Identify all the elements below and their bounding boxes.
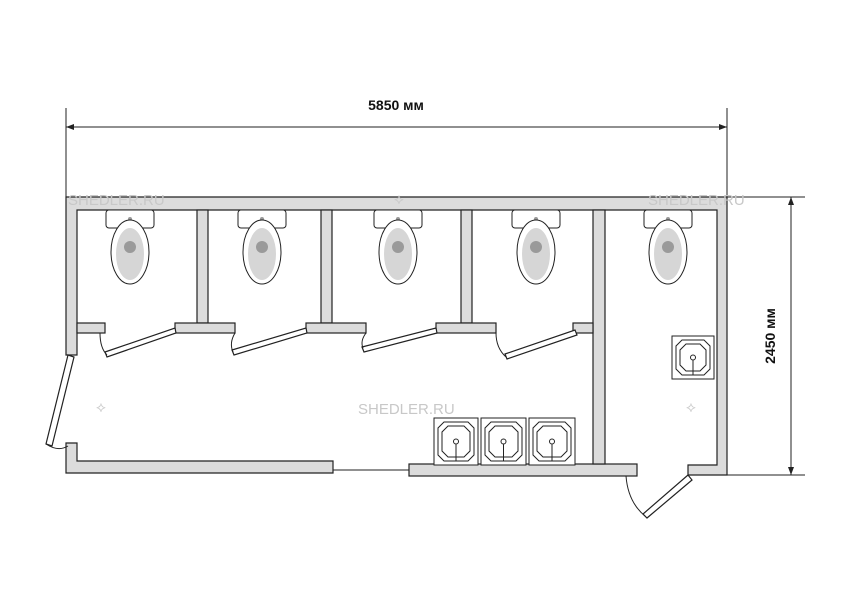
- stall-partition-end: [305, 322, 367, 334]
- toilet-icon: [643, 209, 693, 285]
- sink-icon: [433, 417, 479, 466]
- sinks: [433, 335, 715, 466]
- width-dimension: 5850 мм: [65, 97, 728, 197]
- stall-door: [504, 329, 578, 360]
- watermark-text: SHEDLER.RU: [358, 401, 455, 418]
- watermark-logo: ⟡: [394, 191, 404, 208]
- watermark-logo: ⟡: [96, 399, 106, 416]
- stall-partition-end: [174, 322, 236, 334]
- toilet-icon: [511, 209, 561, 285]
- stall-partition-end: [76, 322, 106, 334]
- outer-wall-top-left-right: [65, 196, 728, 476]
- outer-wall-bottom-right: [408, 463, 638, 477]
- sink-icon: [480, 417, 527, 466]
- watermark-text: SHEDLER.RU: [648, 192, 745, 209]
- sink-icon: [528, 417, 576, 466]
- height-dimension: 2450 мм: [727, 196, 805, 476]
- watermark-logo: ⟡: [686, 399, 696, 416]
- stall-partition: [196, 209, 209, 324]
- watermarks: SHEDLER.RU SHEDLER.RU SHEDLER.RU ⟡ ⟡ ⟡: [68, 191, 745, 418]
- stall-partition: [460, 209, 473, 324]
- watermark-text: SHEDLER.RU: [68, 192, 165, 209]
- partition-wall: [592, 209, 606, 465]
- toilets: [105, 209, 693, 285]
- entrance-door: [642, 474, 693, 519]
- height-label: 2450 мм: [762, 308, 778, 364]
- stall-partition-end: [435, 322, 497, 334]
- stall-door: [104, 327, 177, 358]
- toilet-icon: [373, 209, 423, 285]
- doors: [45, 327, 693, 519]
- width-label: 5850 мм: [368, 97, 424, 113]
- stall-partition-end: [572, 322, 594, 334]
- toilet-icon: [105, 209, 155, 285]
- sink-icon: [671, 335, 715, 380]
- stall-door: [361, 327, 438, 353]
- stall-partition: [320, 209, 333, 324]
- toilet-icon: [237, 209, 287, 285]
- outer-wall-bottom-left: [65, 442, 334, 474]
- entrance-door: [45, 354, 75, 447]
- stall-door: [231, 327, 308, 356]
